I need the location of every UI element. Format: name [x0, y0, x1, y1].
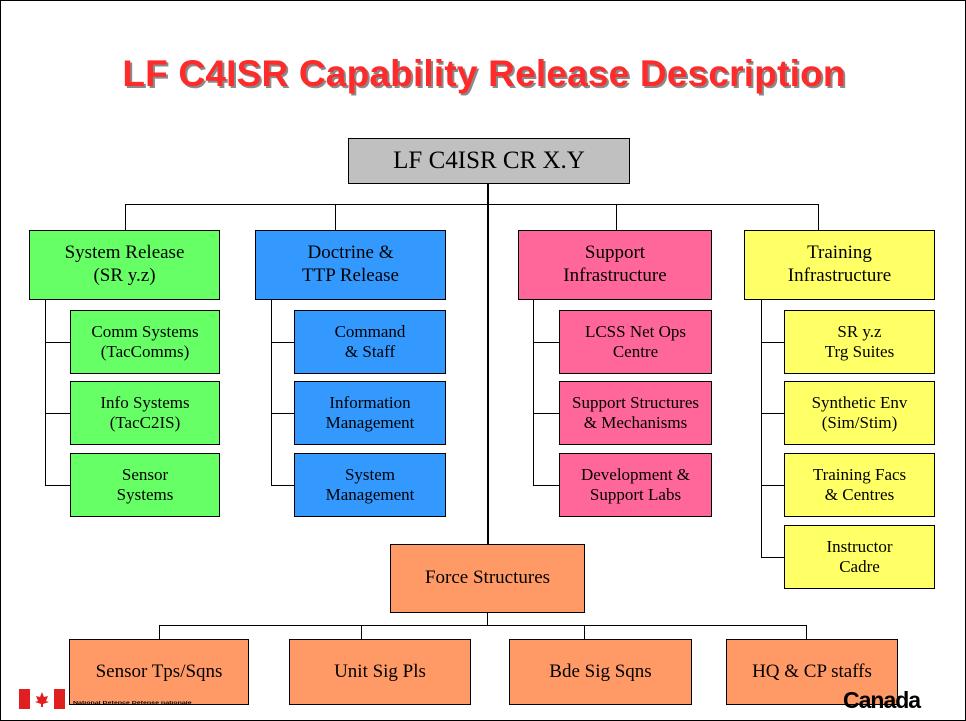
sensor-tps-box: Sensor Tps/Sqns	[69, 639, 249, 705]
tick-training-2	[761, 413, 784, 414]
doctrine-release-label: Doctrine & TTP Release	[302, 242, 399, 286]
comm-systems-box: Comm Systems (TacComms)	[70, 310, 220, 374]
information-management-box: Information Management	[294, 381, 446, 445]
canada-flag-icon	[19, 689, 65, 709]
tick-system-2	[45, 413, 70, 414]
support-structures-label: Support Structures & Mechanisms	[571, 392, 700, 432]
root-node: LF C4ISR CR X.Y	[348, 138, 630, 184]
stem-doctrine	[271, 299, 272, 485]
slide-title: LF C4ISR Capability Release Description	[122, 53, 846, 94]
drop-doctrine	[335, 204, 336, 231]
information-management-label: Information Management	[325, 392, 415, 432]
tick-doctrine-3	[271, 485, 294, 486]
drop-force-2	[361, 625, 362, 639]
stem-support	[533, 299, 534, 485]
development-labs-box: Development & Support Labs	[559, 453, 712, 517]
tick-doctrine-2	[271, 413, 294, 414]
drop-force-4	[806, 625, 807, 639]
drop-system	[125, 204, 126, 231]
system-management-label: System Management	[325, 464, 415, 504]
trg-suites-box: SR y.z Trg Suites	[784, 310, 935, 374]
support-infrastructure-header: Support Infrastructure	[518, 230, 712, 300]
stem-training	[761, 299, 762, 557]
top-horizontal-bus	[125, 204, 819, 205]
bde-sig-sqns-label: Bde Sig Sqns	[549, 660, 652, 682]
stem-system	[45, 299, 46, 485]
drop-support	[616, 204, 617, 231]
instructor-cadre-box: Instructor Cadre	[784, 525, 935, 589]
instructor-cadre-label: Instructor Cadre	[826, 536, 893, 576]
drop-training	[818, 204, 819, 231]
defence-wordmark: National Defence Défense nationale	[73, 701, 192, 706]
unit-sig-pls-box: Unit Sig Pls	[289, 639, 471, 705]
synthetic-env-label: Synthetic Env (Sim/Stim)	[811, 392, 908, 432]
tick-training-4	[761, 557, 784, 558]
drop-force-1	[159, 625, 160, 639]
sensor-systems-box: Sensor Systems	[70, 453, 220, 517]
sensor-tps-label: Sensor Tps/Sqns	[95, 660, 223, 682]
force-stem	[487, 613, 488, 625]
drop-force-3	[584, 625, 585, 639]
system-release-header: System Release (SR y.z)	[29, 230, 220, 300]
bde-sig-sqns-box: Bde Sig Sqns	[509, 639, 692, 705]
info-systems-box: Info Systems (TacC2IS)	[70, 381, 220, 445]
bottom-horizontal-bus	[159, 625, 807, 626]
support-infrastructure-label: Support Infrastructure	[563, 242, 667, 286]
tick-system-1	[45, 342, 70, 343]
force-structures-box: Force Structures	[390, 544, 585, 613]
support-structures-box: Support Structures & Mechanisms	[559, 381, 712, 445]
command-staff-box: Command & Staff	[294, 310, 446, 374]
tick-support-2	[533, 413, 559, 414]
doctrine-release-header: Doctrine & TTP Release	[255, 230, 446, 300]
info-systems-label: Info Systems (TacC2IS)	[100, 392, 190, 432]
lcss-net-ops-box: LCSS Net Ops Centre	[559, 310, 712, 374]
system-release-label: System Release (SR y.z)	[64, 242, 185, 286]
root-label: LF C4ISR CR X.Y	[393, 147, 585, 174]
canada-wordmark: Canada	[843, 687, 921, 713]
root-trunk	[487, 183, 489, 545]
unit-sig-pls-label: Unit Sig Pls	[334, 660, 426, 682]
training-infrastructure-label: Training Infrastructure	[787, 242, 892, 286]
hq-cp-staffs-label: HQ & CP staffs	[752, 660, 872, 682]
trg-suites-label: SR y.z Trg Suites	[824, 321, 895, 361]
tick-support-1	[533, 342, 559, 343]
system-management-box: System Management	[294, 453, 446, 517]
tick-support-3	[533, 485, 559, 486]
synthetic-env-box: Synthetic Env (Sim/Stim)	[784, 381, 935, 445]
training-facs-box: Training Facs & Centres	[784, 453, 935, 517]
command-staff-label: Command & Staff	[334, 321, 406, 361]
tick-system-3	[45, 485, 70, 486]
hq-cp-staffs-box: HQ & CP staffs	[726, 639, 898, 705]
tick-training-1	[761, 342, 784, 343]
tick-training-3	[761, 485, 784, 486]
lcss-net-ops-label: LCSS Net Ops Centre	[584, 321, 687, 361]
tick-doctrine-1	[271, 342, 294, 343]
sensor-systems-label: Sensor Systems	[116, 464, 174, 504]
training-facs-label: Training Facs & Centres	[812, 464, 907, 504]
comm-systems-label: Comm Systems (TacComms)	[91, 321, 199, 361]
training-infrastructure-header: Training Infrastructure	[744, 230, 935, 300]
development-labs-label: Development & Support Labs	[580, 464, 691, 504]
force-structures-label: Force Structures	[424, 567, 551, 589]
